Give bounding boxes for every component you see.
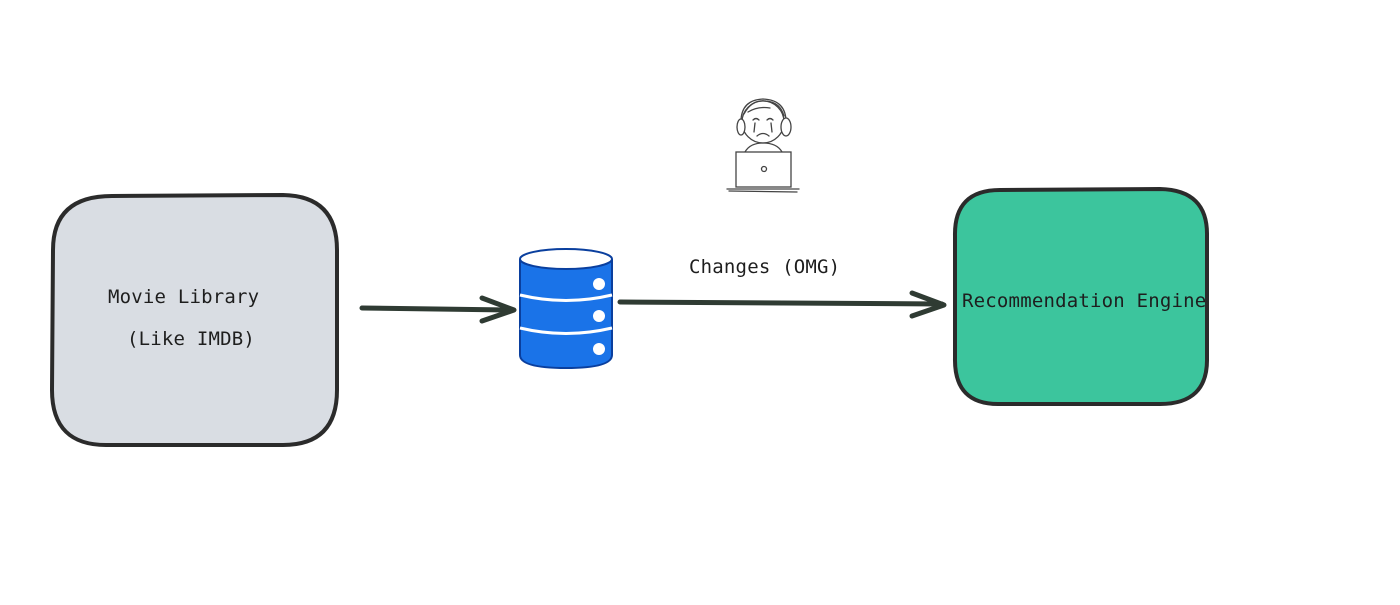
recommendation-engine-label: Recommendation Engine (962, 290, 1207, 312)
arrow-db-to-engine (617, 290, 947, 319)
database-icon (519, 248, 613, 370)
edge-label-changes: Changes (OMG) (689, 256, 841, 278)
movie-library-sublabel: (Like IMDB) (127, 328, 256, 350)
recommendation-engine-node[interactable] (952, 187, 1210, 407)
movie-library-label: Movie Library (108, 286, 260, 308)
sad-person-at-laptop-icon (726, 98, 800, 193)
movie-library-node[interactable] (50, 193, 339, 448)
arrow-library-to-db (359, 295, 517, 324)
